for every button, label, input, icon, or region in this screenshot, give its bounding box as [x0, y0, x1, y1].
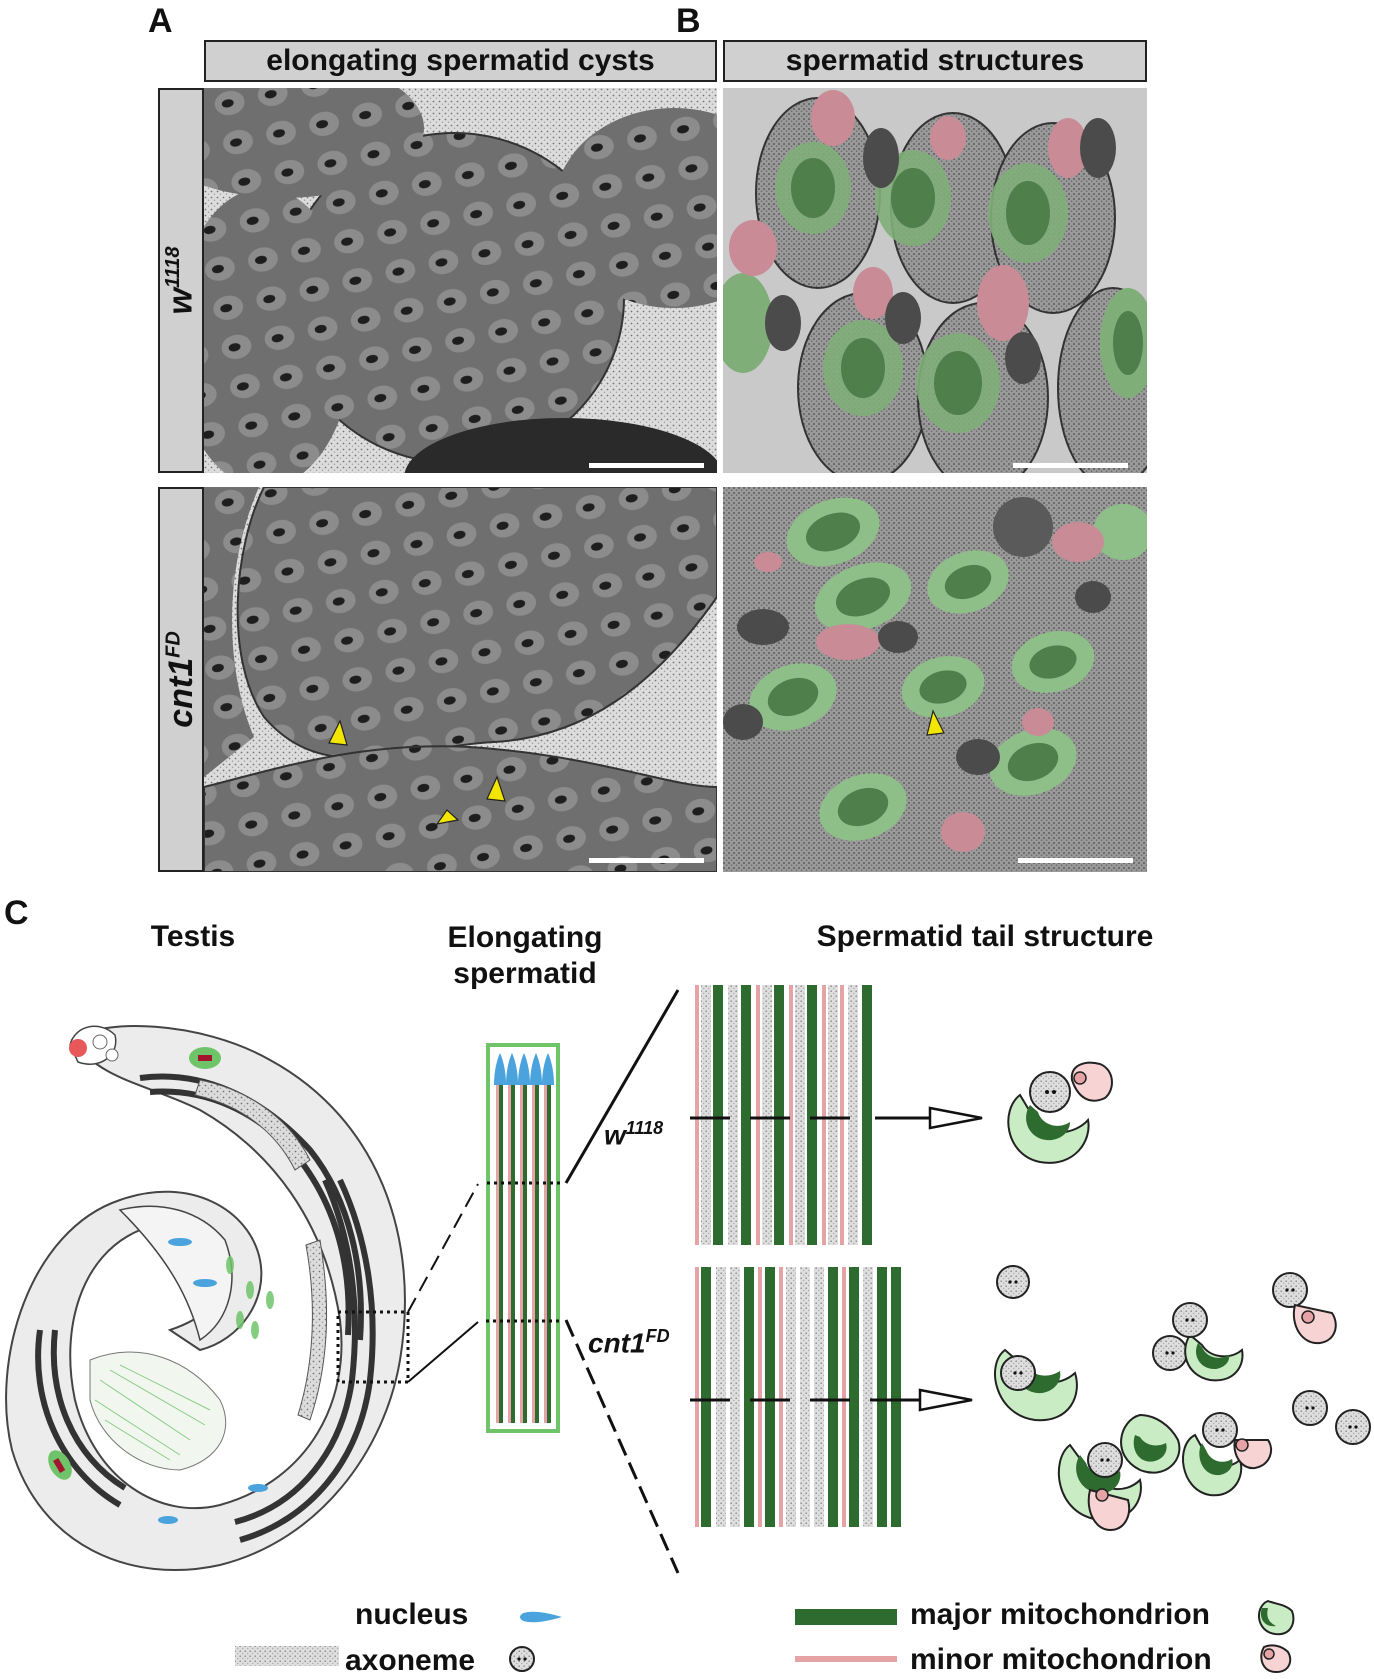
cross-sections-cnt1fd [980, 1255, 1374, 1555]
header-elongating-spermatid-cysts: elongating spermatid cysts [204, 40, 717, 82]
legend-minor-mito-label: minor mitochondrion [910, 1643, 1212, 1676]
em-image-structures-w1118 [723, 88, 1147, 473]
major-mito-strip-icon [795, 1609, 897, 1625]
header-label-b: spermatid structures [785, 44, 1085, 77]
title-testis: Testis [150, 920, 236, 953]
nucleus-icon [520, 1611, 562, 1623]
axoneme-cross-section-icon [509, 1646, 535, 1672]
legend-major-mito-label: major mitochondrion [910, 1598, 1210, 1631]
header-label-a: elongating spermatid cysts [266, 44, 655, 77]
minor-mito-strip-icon [795, 1656, 897, 1662]
genotype-label-w1118: w1118 [604, 1118, 664, 1151]
scale-bar [1013, 463, 1128, 468]
genotype-label-cnt1fd: cnt1FD [588, 1326, 670, 1359]
legend-nucleus-label: nucleus [355, 1598, 469, 1631]
cross-section-w1118 [990, 1050, 1150, 1180]
scale-bar [1018, 858, 1133, 863]
row-label-w1118: w1118 [158, 88, 204, 473]
row-label-text: cnt1FD [161, 631, 200, 728]
scale-bar [589, 858, 704, 863]
panel-letter-b: B [676, 2, 701, 40]
major-mito-cross-section-icon [1258, 1599, 1295, 1636]
tail-structure-cnt1fd [690, 1262, 990, 1532]
panel-letter-a: A [148, 2, 173, 40]
scale-bar [589, 463, 704, 468]
elongating-spermatid-bundle [478, 1043, 568, 1433]
zoom-lines-testis [407, 1183, 479, 1383]
header-spermatid-structures: spermatid structures [723, 40, 1147, 82]
em-image-structures-cnt1fd [723, 487, 1147, 872]
row-label-text: w1118 [161, 246, 200, 315]
title-elongating-spermatid: Elongating spermatid [447, 921, 603, 990]
em-image-cysts-w1118 [204, 88, 717, 473]
legend-axoneme-label: axoneme [345, 1644, 476, 1677]
title-spermatid-tail-structure: Spermatid tail structure [816, 920, 1154, 953]
tail-structure-w1118 [690, 980, 990, 1250]
axoneme-strip-icon [235, 1646, 339, 1666]
zoom-lines-spermatid [564, 989, 680, 1574]
testis-illustration [0, 1000, 420, 1580]
row-label-cnt1fd: cnt1FD [158, 487, 204, 872]
panel-letter-c: C [4, 894, 29, 932]
minor-mito-cross-section-icon [1260, 1644, 1292, 1674]
em-image-cysts-cnt1fd [204, 487, 717, 872]
